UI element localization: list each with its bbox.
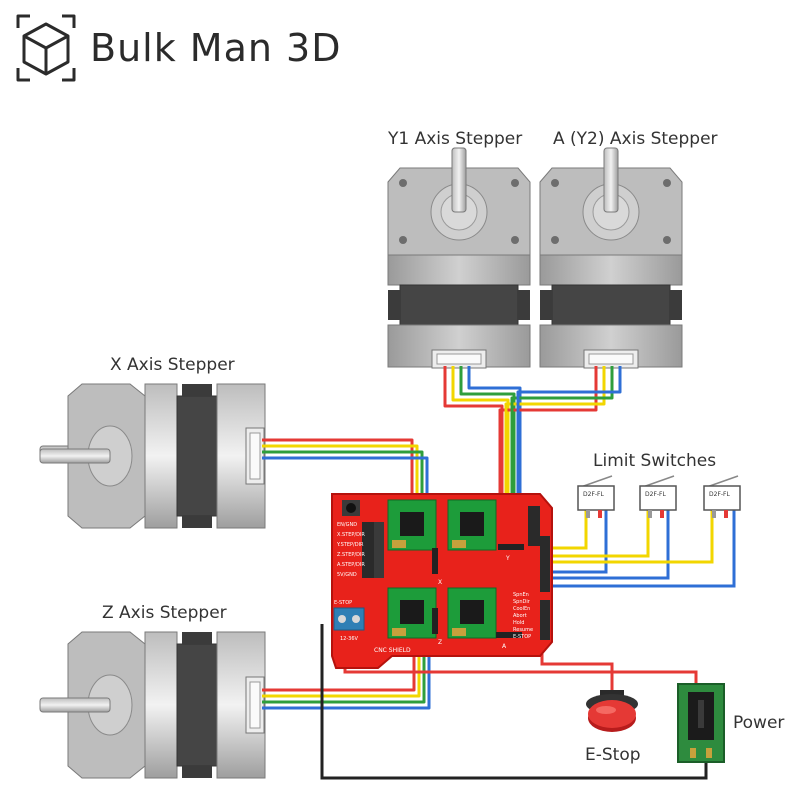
pin-label-y: Y.STEP/DIR: [336, 542, 364, 548]
label-estop: E-Stop: [585, 745, 641, 765]
driver-y: [447, 499, 497, 551]
switch-label-3: D2F-FL: [709, 491, 731, 498]
estop-button: [586, 690, 638, 732]
pin-label-a: A.STEP/DIR: [337, 562, 365, 568]
axis-mark-y: Y: [505, 555, 510, 562]
pin-label-hold: Hold: [513, 620, 524, 626]
label-limit-switches: Limit Switches: [593, 451, 716, 471]
limit-switch-1: D2F-FL: [577, 475, 615, 518]
axis-mark-z: Z: [438, 639, 442, 646]
limit-switch-wires: [548, 510, 736, 588]
driver-x: [387, 499, 437, 551]
limit-switch-2: D2F-FL: [639, 475, 677, 518]
pin-label-coolen: CoolEn: [513, 606, 530, 612]
brand-name: Bulk Man 3D: [90, 26, 342, 70]
cnc-shield-board: EN/GND X.STEP/DIR Y.STEP/DIR Z.STEP/DIR …: [331, 493, 553, 669]
pin-label-en: EN/GND: [337, 522, 357, 528]
brand-header: Bulk Man 3D: [10, 8, 341, 88]
label-z-stepper: Z Axis Stepper: [102, 603, 227, 623]
pin-label-abort: Abort: [513, 613, 527, 619]
label-y1-stepper: Y1 Axis Stepper: [387, 129, 522, 149]
pin-label-5v: 5V/GND: [337, 572, 357, 578]
board-name: CNC SHIELD: [374, 647, 411, 654]
pin-label-estop: E-STOP: [513, 634, 531, 640]
switch-label-2: D2F-FL: [645, 491, 667, 498]
label-power: Power: [733, 713, 784, 733]
label-a-stepper: A (Y2) Axis Stepper: [553, 129, 718, 149]
y1-stepper-motor: [387, 147, 531, 369]
board-estop-label: E-STOP: [334, 600, 352, 606]
cube-icon: [16, 14, 76, 82]
power-jack: [677, 683, 725, 763]
label-x-stepper: X Axis Stepper: [110, 355, 235, 375]
axis-mark-x: X: [438, 579, 442, 586]
pin-label-z: Z.STEP/DIR: [337, 552, 365, 558]
z-stepper-motor: [39, 631, 266, 779]
driver-a: [447, 587, 497, 639]
a-stepper-motor: [539, 147, 683, 369]
driver-z: [387, 587, 437, 639]
pin-label-x: X.STEP/DIR: [337, 532, 365, 538]
axis-mark-a: A: [502, 643, 507, 650]
pin-label-spnen: SpnEn: [513, 592, 529, 598]
power-terminal-label: 12-36V: [340, 636, 359, 642]
pin-label-resume: Resume: [513, 627, 533, 633]
limit-switch-3: D2F-FL: [703, 475, 741, 518]
x-stepper-motor: [39, 383, 266, 529]
pin-label-spndir: SpnDir: [513, 599, 531, 605]
switch-label-1: D2F-FL: [583, 491, 605, 498]
